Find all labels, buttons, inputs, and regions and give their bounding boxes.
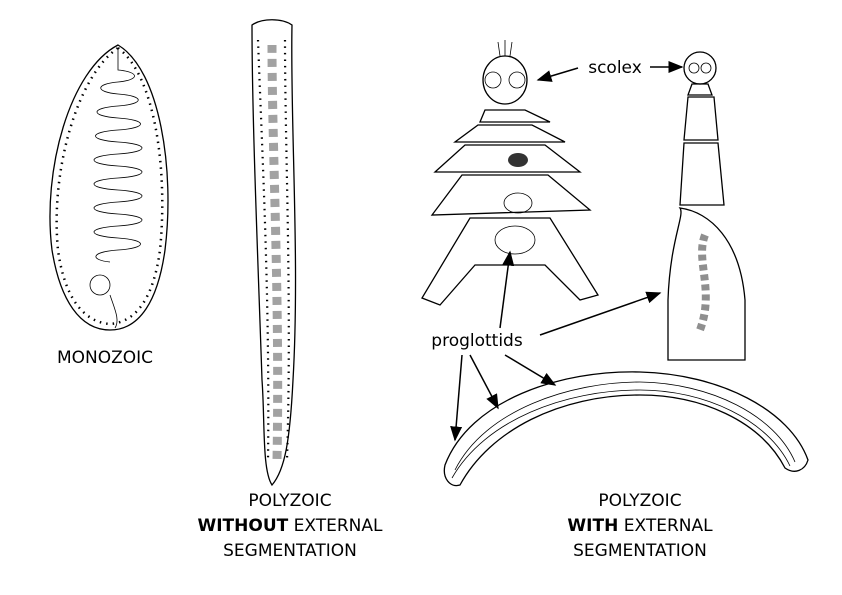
label-external: EXTERNAL: [288, 516, 383, 536]
label-scolex: scolex: [588, 58, 642, 78]
label-polyzoic-without-line2: WITHOUT EXTERNAL: [197, 516, 383, 536]
label-polyzoic-with-line3: SEGMENTATION: [573, 541, 707, 561]
label-external-2: EXTERNAL: [618, 516, 713, 536]
label-polyzoic-without-line1: POLYZOIC: [248, 491, 331, 511]
segmented-worm-curved-drawing: [443, 371, 809, 487]
arrow-scolex-left: [536, 67, 579, 82]
label-monozoic: MONOZOIC: [57, 348, 153, 368]
arrow-proglottid-1: [499, 250, 515, 329]
label-polyzoic-with-line2: WITH EXTERNAL: [567, 516, 713, 536]
arrow-proglottid-4: [469, 354, 499, 410]
monozoic-worm-drawing: [49, 44, 169, 331]
annotation-arrows: [450, 61, 684, 442]
label-without-bold: WITHOUT: [197, 516, 288, 536]
arrow-proglottid-2: [539, 291, 662, 336]
label-polyzoic-without-line3: SEGMENTATION: [223, 541, 357, 561]
segmented-worm-vertical-drawing: [667, 51, 746, 361]
label-proglottids: proglottids: [431, 331, 523, 351]
arrow-proglottid-3: [450, 354, 463, 442]
arrow-proglottid-5: [504, 354, 557, 386]
label-polyzoic-with-line1: POLYZOIC: [598, 491, 681, 511]
label-with-bold: WITH: [567, 516, 618, 536]
segmented-strobila-drawing: [421, 40, 600, 306]
polyzoic-unsegmented-worm-drawing: [251, 19, 297, 487]
